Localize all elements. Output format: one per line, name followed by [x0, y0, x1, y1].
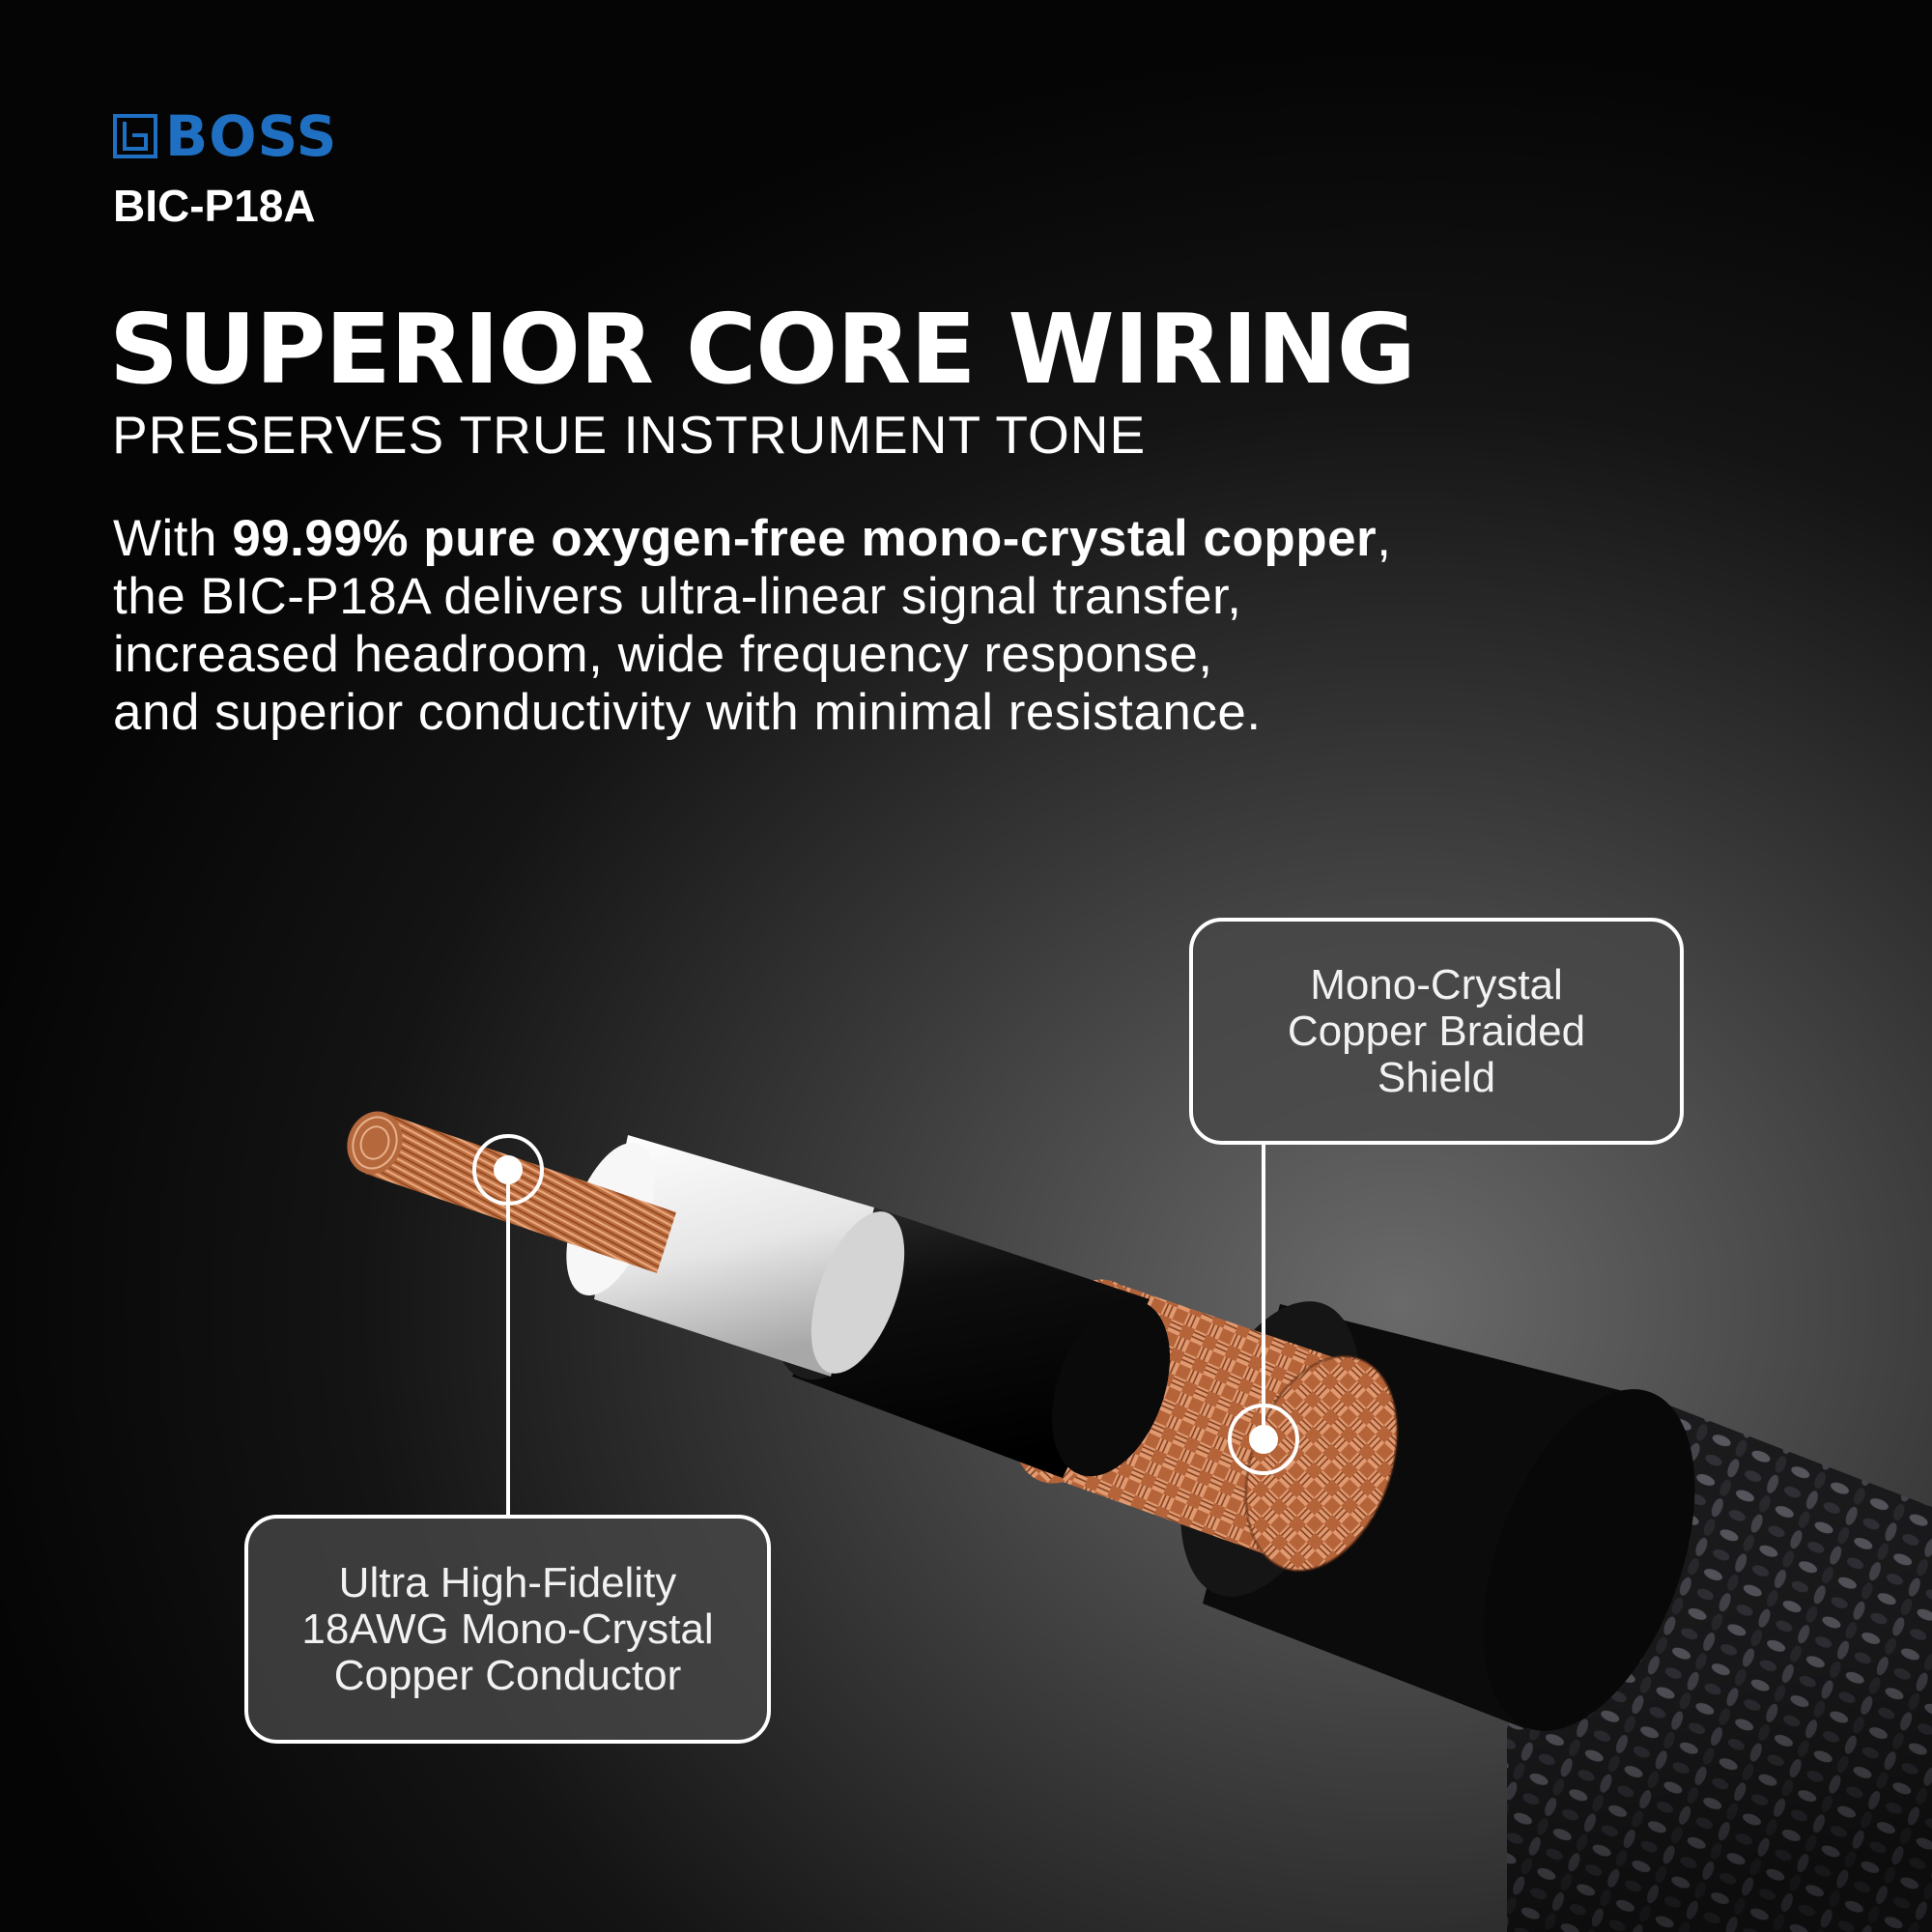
shield-marker-icon — [1228, 1404, 1299, 1475]
subheadline: PRESERVES TRUE INSTRUMENT TONE — [112, 405, 1147, 465]
model-number: BIC-P18A — [113, 181, 316, 231]
shield-leader-line — [1262, 1143, 1265, 1437]
description-line-3: increased headroom, wide frequency respo… — [113, 626, 1213, 683]
conductor-callout: Ultra High-Fidelity 18AWG Mono-Crystal C… — [244, 1515, 771, 1744]
boss-logo-mark-icon — [113, 114, 157, 158]
boss-logo: BOSS — [113, 106, 374, 166]
description: With 99.99% pure oxygen-free mono-crysta… — [113, 510, 1562, 742]
description-line-4: and superior conductivity with minimal r… — [113, 684, 1262, 741]
description-line-2: the BIC-P18A delivers ultra-linear signa… — [113, 568, 1242, 625]
description-highlight: 99.99% pure oxygen-free mono-crystal cop… — [232, 510, 1378, 567]
boss-logo-wordmark: BOSS — [165, 103, 338, 169]
description-line-1: With 99.99% pure oxygen-free mono-crysta… — [113, 510, 1392, 567]
conductor-leader-line — [506, 1183, 510, 1517]
headline: SUPERIOR CORE WIRING — [109, 293, 1416, 406]
conductor-marker-icon — [472, 1134, 544, 1206]
shield-callout: Mono-Crystal Copper Braided Shield — [1189, 918, 1684, 1145]
